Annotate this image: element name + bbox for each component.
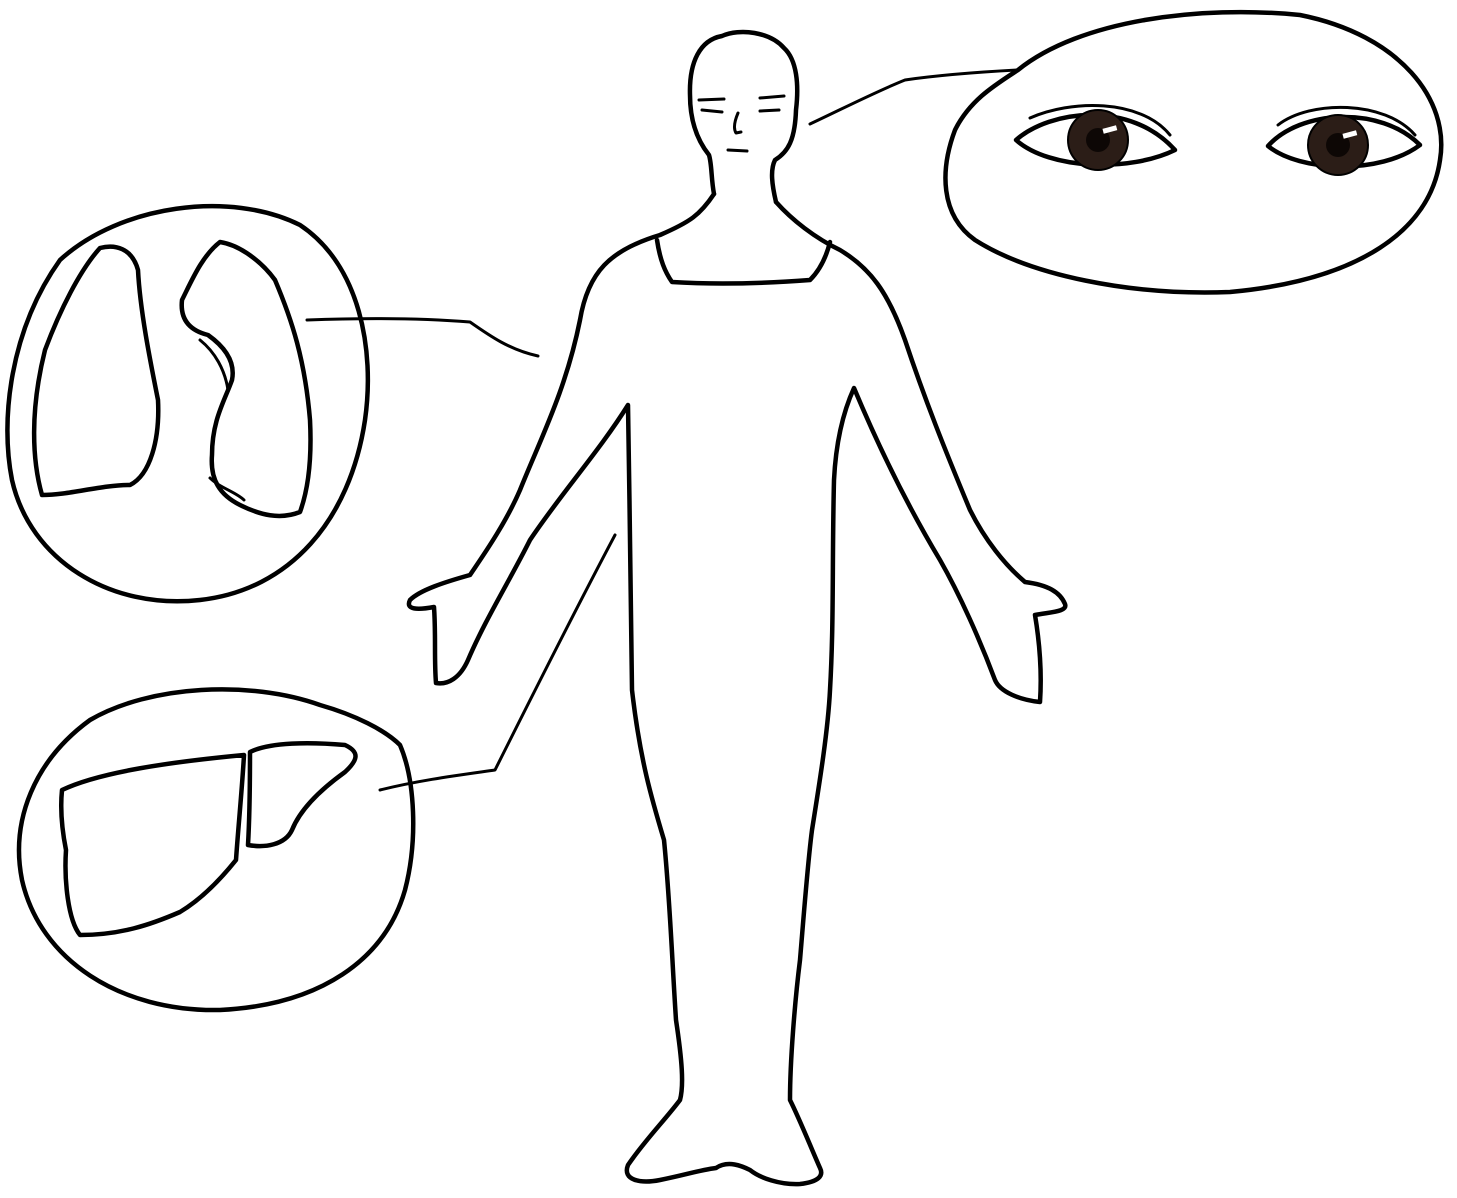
liver-left-lobe [61,755,244,935]
liver-leader-line [380,535,615,790]
lungs-leader-line [307,319,538,356]
left-closed-eye [699,99,724,112]
liver-right-lobe [248,743,356,846]
left-eye-icon [1016,105,1175,170]
head-outline [690,32,797,202]
right-eye-icon [1268,107,1420,175]
nose [735,113,741,133]
liver-icon [61,743,355,935]
lungs-callout [7,206,367,601]
liver-callout [19,689,413,1010]
left-lung [34,247,158,495]
right-closed-eye [760,96,784,111]
liver-callout-circle [19,689,413,1010]
eyes-icon [1016,105,1420,175]
eyes-leader-line [810,70,1018,124]
body-outline [409,194,1065,1184]
eyes-callout [945,12,1441,292]
lungs-callout-circle [7,206,367,601]
neckline [657,240,830,283]
leader-lines [307,70,1018,790]
right-lung [182,242,311,516]
human-body-outline-icon [409,32,1065,1184]
lungs-icon [34,242,310,516]
mouth [728,150,747,151]
